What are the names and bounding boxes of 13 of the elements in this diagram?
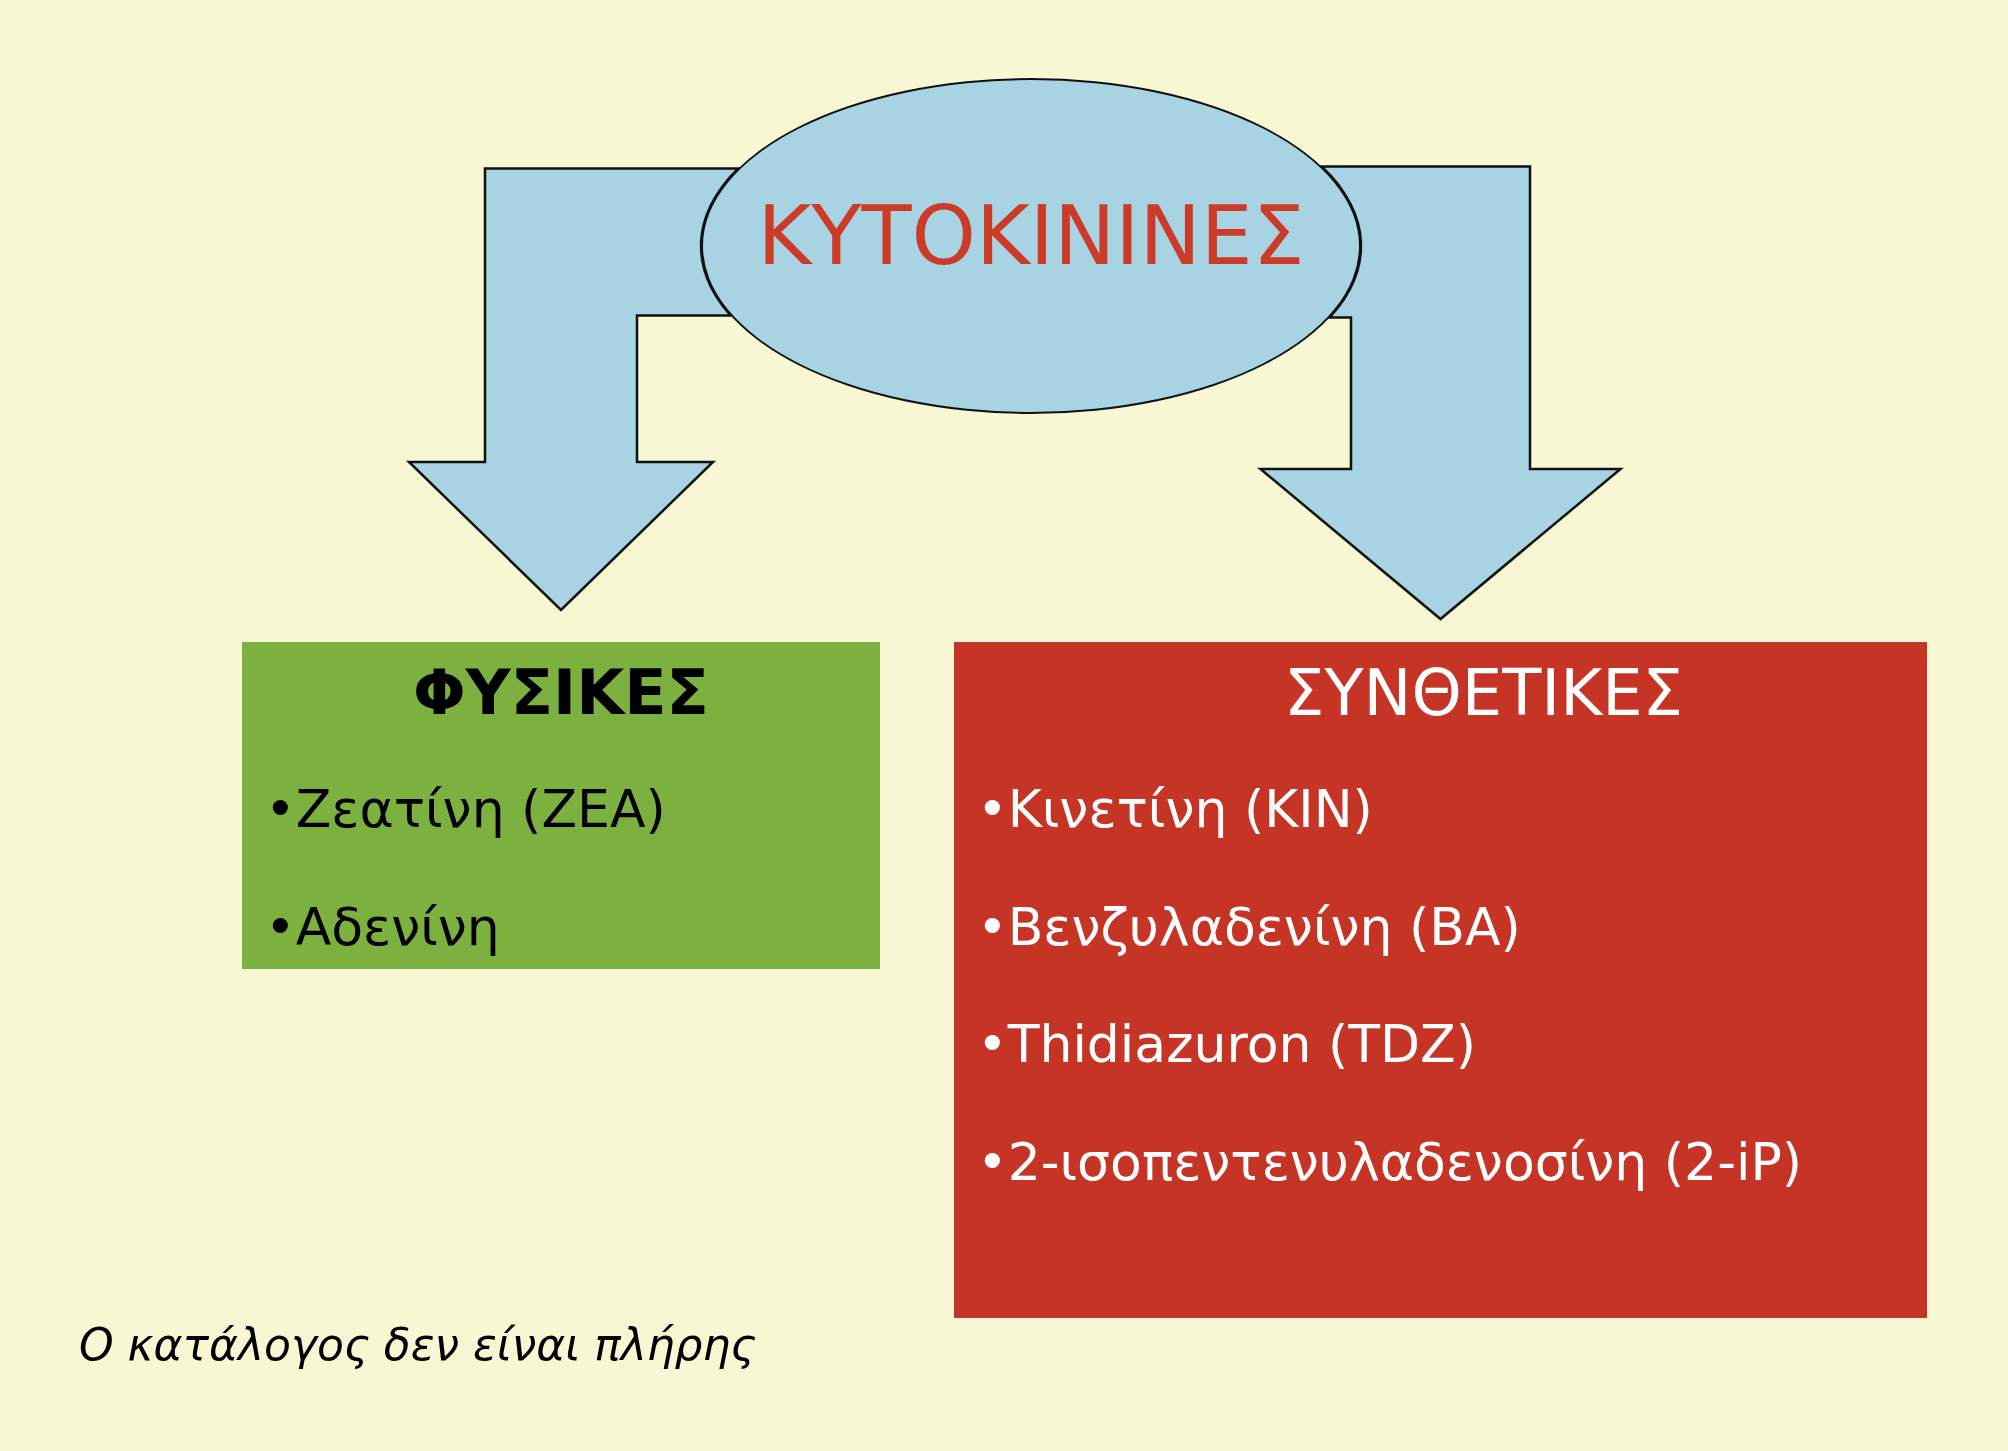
list-item: •2-ισοπεντενυλαδενοσίνη (2-iP): [977, 1130, 1803, 1193]
list-item: •Αδενίνη: [265, 895, 500, 958]
category-box: [242, 642, 880, 969]
footnote: Ο κατάλογος δεν είναι πλήρης: [79, 1318, 757, 1372]
block-arrow: [1257, 165, 1624, 621]
node-title: ΚΥΤΟΚΙΝΙΝΕΣ: [757, 186, 1305, 285]
list-item: •Ζεατίνη (ZEA): [265, 777, 666, 841]
box-heading: ΦΥΣΙΚΕΣ: [413, 655, 709, 731]
list-item: •Κινετίνη (KIN): [977, 777, 1373, 841]
box-heading: ΣΥΝΘΕΤΙΚΕΣ: [1284, 654, 1683, 732]
category-box: [954, 642, 1927, 1318]
list-item: •Thidiazuron (TDZ): [977, 1012, 1476, 1076]
list-item: •Βενζυλαδενίνη (BA): [977, 895, 1521, 958]
